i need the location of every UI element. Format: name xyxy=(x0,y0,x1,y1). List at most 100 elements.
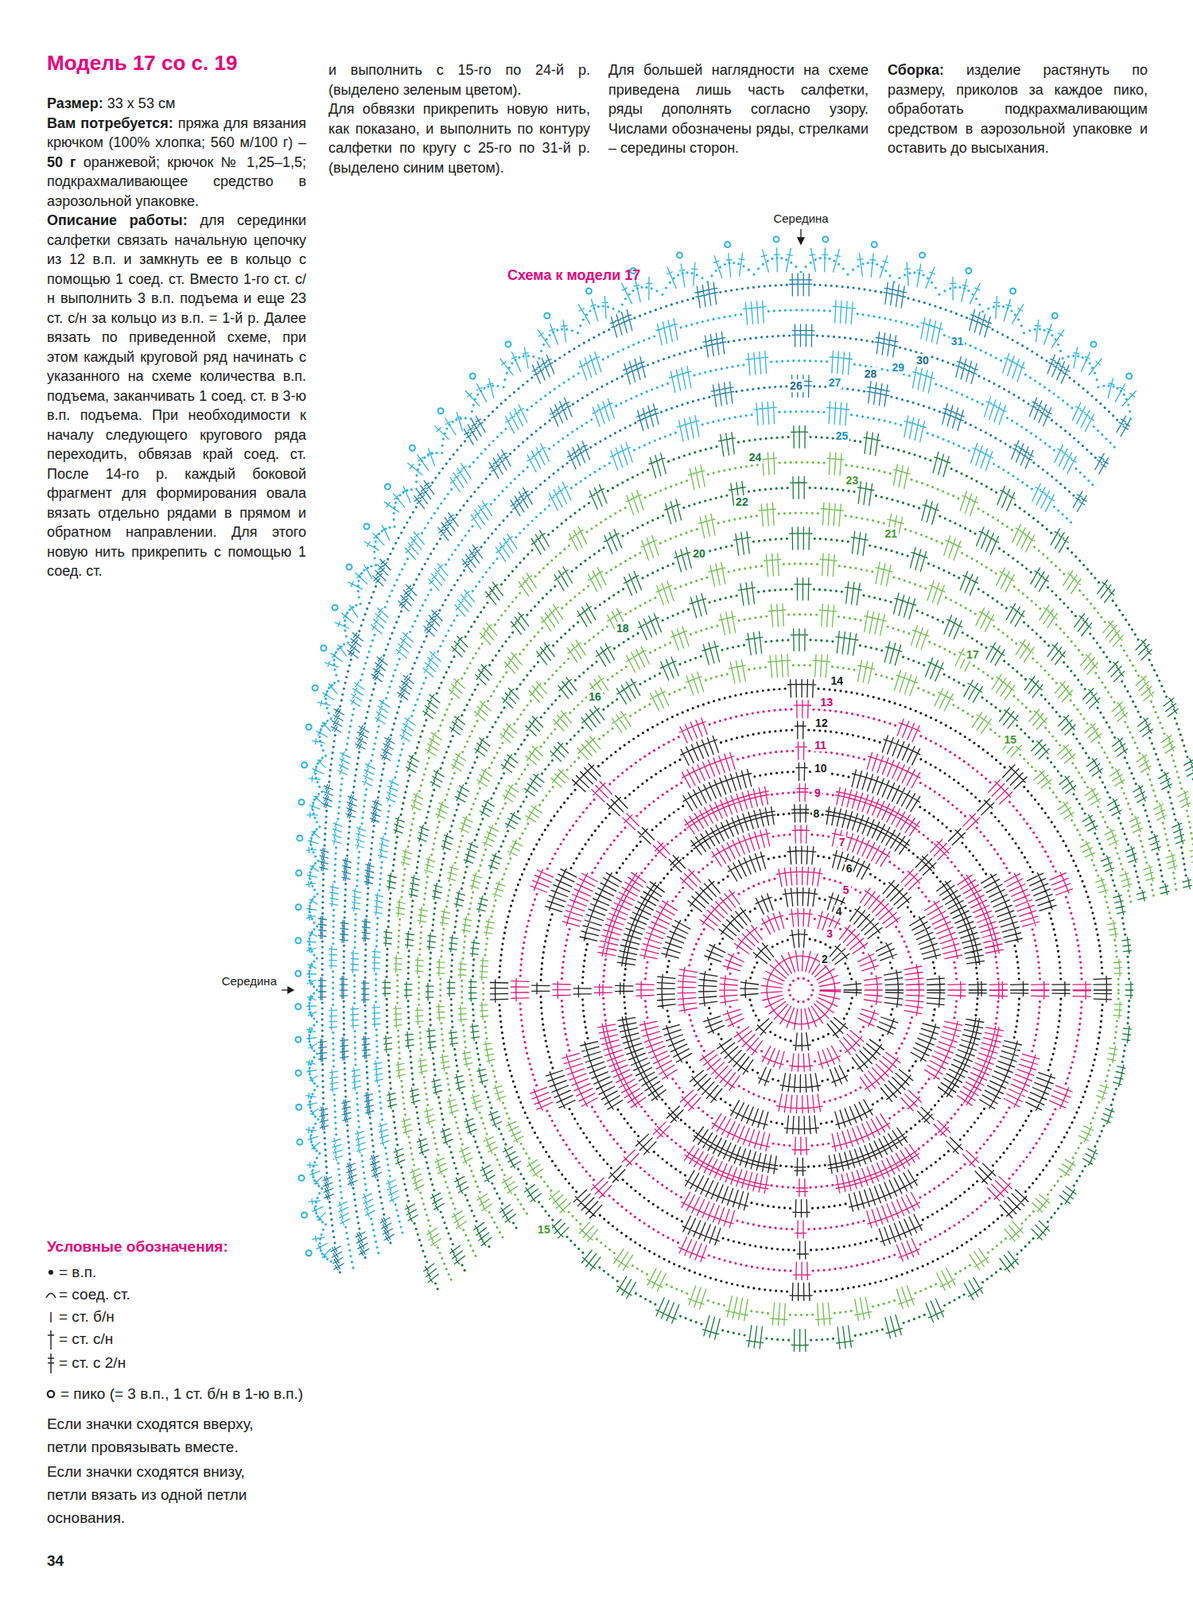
picot-symbol xyxy=(295,1037,302,1043)
chain-dots xyxy=(397,462,1193,1315)
picot-symbol xyxy=(296,1139,303,1146)
treble-crochet-symbol xyxy=(47,1357,55,1359)
picot-symbol xyxy=(438,408,444,414)
picot-symbol xyxy=(299,1175,305,1182)
body-text: оранжевой; крючок № 1,25–1,5; подкрахмал… xyxy=(46,154,307,210)
row-number: 30 xyxy=(914,353,931,367)
picot-symbol xyxy=(295,870,302,876)
picot-symbol xyxy=(306,1250,312,1256)
picot-symbol xyxy=(822,236,828,242)
picot-symbol xyxy=(295,904,302,910)
row-number: 22 xyxy=(734,495,750,509)
chart-caption: Схема к модели 17 xyxy=(507,267,641,284)
picot-symbol xyxy=(724,241,731,248)
picot-symbol xyxy=(676,252,683,258)
row-number: 16 xyxy=(586,690,603,704)
row-number: 14 xyxy=(828,674,845,688)
picot-symbol xyxy=(295,937,302,944)
side-middle-arrows xyxy=(281,229,805,994)
row-number: 13 xyxy=(819,695,836,709)
body-text: 33 х 53 см xyxy=(107,95,175,112)
slip-stitch-symbol xyxy=(46,1294,56,1299)
paragraph: Вам потребуется: пряжа для вязания крючк… xyxy=(46,113,307,212)
row-number: 27 xyxy=(827,376,844,389)
page-number: 34 xyxy=(46,1552,64,1570)
picot-symbol xyxy=(1091,341,1097,347)
picot-symbol xyxy=(1010,288,1016,295)
row-number: 23 xyxy=(844,474,861,487)
row-number: 24 xyxy=(747,450,764,464)
bold-lead: Размер: xyxy=(46,95,104,112)
legend-text: = в.п. xyxy=(58,1262,97,1283)
row-number: 31 xyxy=(949,334,966,348)
picot-symbol xyxy=(505,341,512,347)
row-number: 9 xyxy=(812,786,823,800)
picot-symbol xyxy=(299,799,305,805)
picot-symbol xyxy=(312,685,319,692)
double-crochet-symbol xyxy=(50,1330,51,1350)
page-title: Модель 17 со с. 19 xyxy=(46,50,238,76)
picot-symbol xyxy=(332,605,339,611)
arrow-head xyxy=(797,237,805,245)
row-number: 7 xyxy=(837,835,848,849)
paragraph: Для обвязки прикрепить новую нить, как п… xyxy=(328,99,591,178)
row-number: 5 xyxy=(841,883,852,897)
picot-symbol xyxy=(919,252,925,258)
picot-symbol xyxy=(301,1212,307,1218)
stitch-symbols xyxy=(318,273,1130,1271)
picot-symbol xyxy=(47,1391,55,1398)
paragraph: и выполнить с 15-го по 24-й р. (выделено… xyxy=(328,60,591,100)
row-number: 4 xyxy=(834,905,844,918)
chain-dots xyxy=(520,709,1082,1271)
picot-symbol xyxy=(773,236,780,242)
stitch-symbols xyxy=(382,425,1193,1352)
picot-symbol xyxy=(586,288,592,295)
paragraph: Описание работы: для серединки салфетки … xyxy=(46,210,307,582)
row-number: 25 xyxy=(834,429,851,443)
picot-symbol xyxy=(295,971,301,977)
text-column: Размер: 33 х 53 смВам потребуется: пряжа… xyxy=(46,93,307,582)
double-crochet-symbol xyxy=(47,1334,55,1336)
row-number: 15 xyxy=(536,1223,552,1236)
paragraph: Размер: 33 х 53 см xyxy=(46,93,307,114)
legend-symbols xyxy=(46,1270,56,1398)
row-number: 6 xyxy=(844,862,855,875)
stitch-symbols xyxy=(511,700,1092,1281)
paragraph: Для большей наглядности на схеме приведе… xyxy=(608,60,869,159)
row-number: 18 xyxy=(614,621,631,635)
side-middle-label: Середина xyxy=(220,974,279,989)
row-number: 20 xyxy=(691,547,708,560)
row-number: 8 xyxy=(812,807,822,820)
legend-text: = пико (= 3 в.п., 1 ст. б/н в 1-ю в.п.) xyxy=(60,1384,304,1404)
bold-lead: Вам потребуется: xyxy=(46,115,174,132)
bold-lead: Сборка: xyxy=(887,62,945,78)
legend-heading: Условные обозначения: xyxy=(46,1237,229,1257)
picot-symbol xyxy=(296,835,303,841)
row-number: 17 xyxy=(964,648,981,661)
chain-dots xyxy=(309,257,1131,1268)
chart-symbols xyxy=(295,236,1193,1352)
bold-lead: 50 г xyxy=(46,154,77,171)
row-number: 15 xyxy=(1002,733,1019,747)
stitch-symbols xyxy=(393,452,1193,1326)
row-number: 11 xyxy=(812,738,828,752)
picot-symbol xyxy=(409,445,416,451)
picot-symbol xyxy=(470,373,476,380)
picot-symbol xyxy=(384,483,391,490)
body-text: Для обвязки прикрепить новую нить, как п… xyxy=(328,101,591,176)
legend-text: = ст. с 2/н xyxy=(58,1353,126,1373)
picot-symbol xyxy=(301,762,307,769)
legend-text: = соед. ст. xyxy=(58,1285,131,1305)
chain-dots xyxy=(499,688,1103,1292)
bold-lead: Описание работы: xyxy=(46,212,188,229)
picot-symbol xyxy=(295,1104,302,1111)
body-text: Для большей наглядности на схеме приведе… xyxy=(608,62,869,156)
legend-text: = ст. с/н xyxy=(58,1329,113,1349)
picot-symbol xyxy=(320,645,327,652)
row-number: 28 xyxy=(862,367,879,381)
row-number: 26 xyxy=(788,379,805,393)
row-number: 10 xyxy=(812,761,829,775)
row-number: 2 xyxy=(819,952,830,966)
picot-symbol xyxy=(346,564,353,571)
